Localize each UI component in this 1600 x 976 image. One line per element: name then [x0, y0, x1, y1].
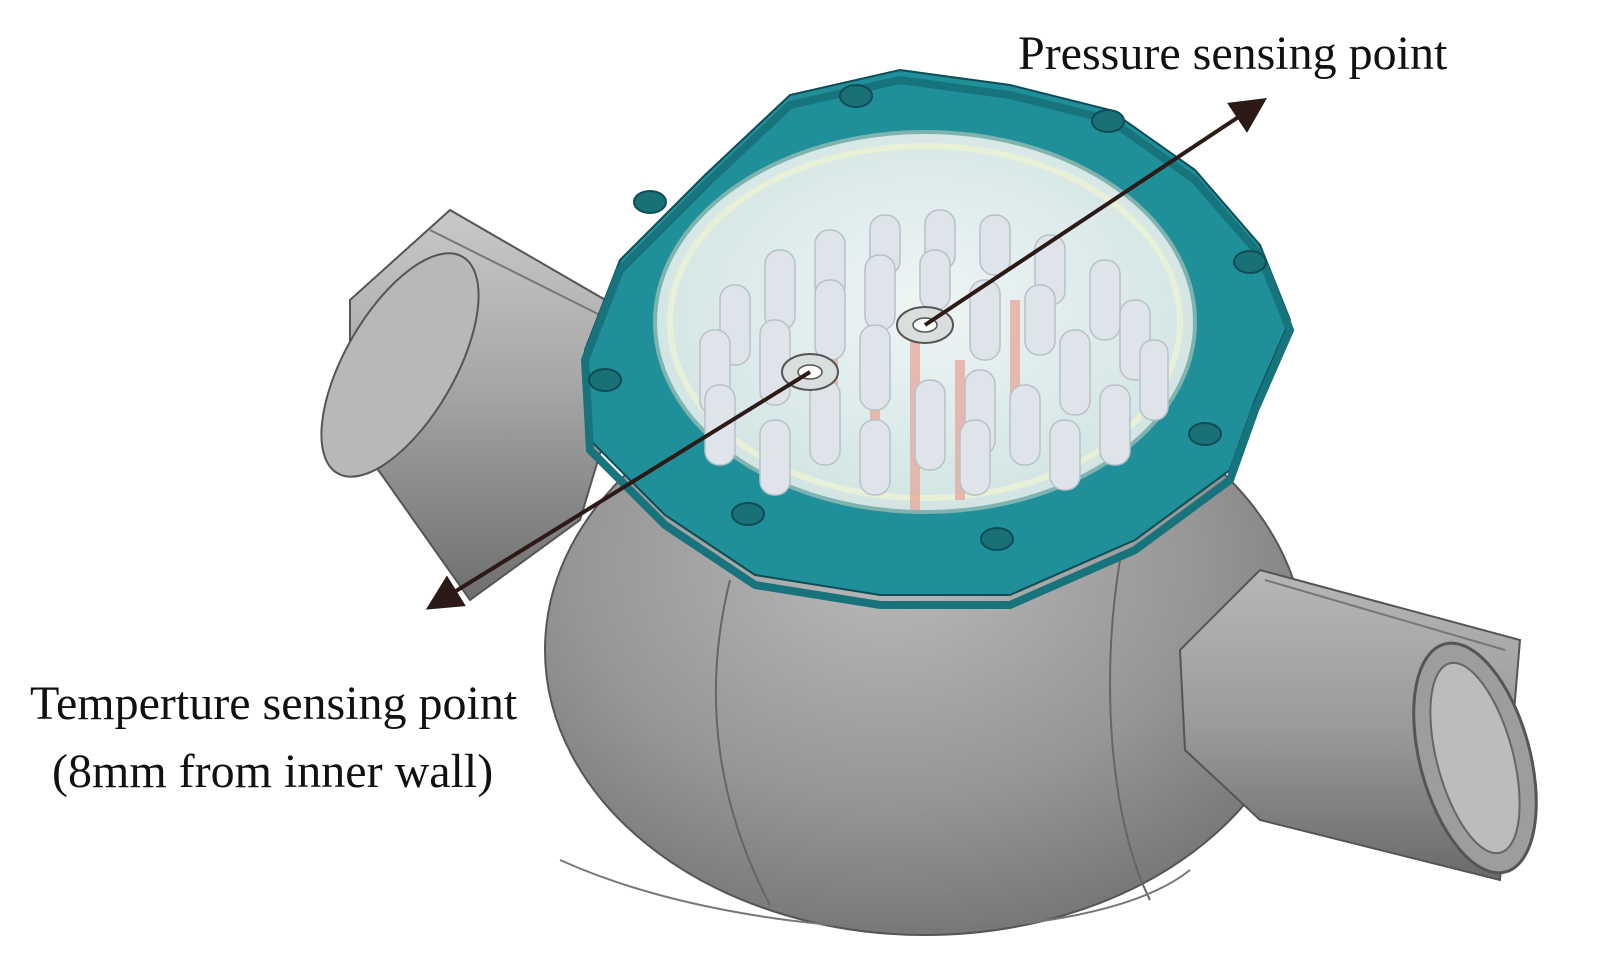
temperature-sensing-label: Temperture sensing point	[30, 677, 518, 730]
pressure-arrow	[923, 98, 1267, 327]
temperature-arrow	[425, 370, 812, 610]
temperature-sensing-sublabel: (8mm from inner wall)	[52, 745, 494, 798]
rod-bundle	[699, 209, 1169, 496]
pressure-sensing-label: Pressure sensing point	[1018, 27, 1448, 80]
right-outlet-pipe	[1178, 568, 1538, 882]
left-inlet-pipe	[320, 208, 642, 602]
